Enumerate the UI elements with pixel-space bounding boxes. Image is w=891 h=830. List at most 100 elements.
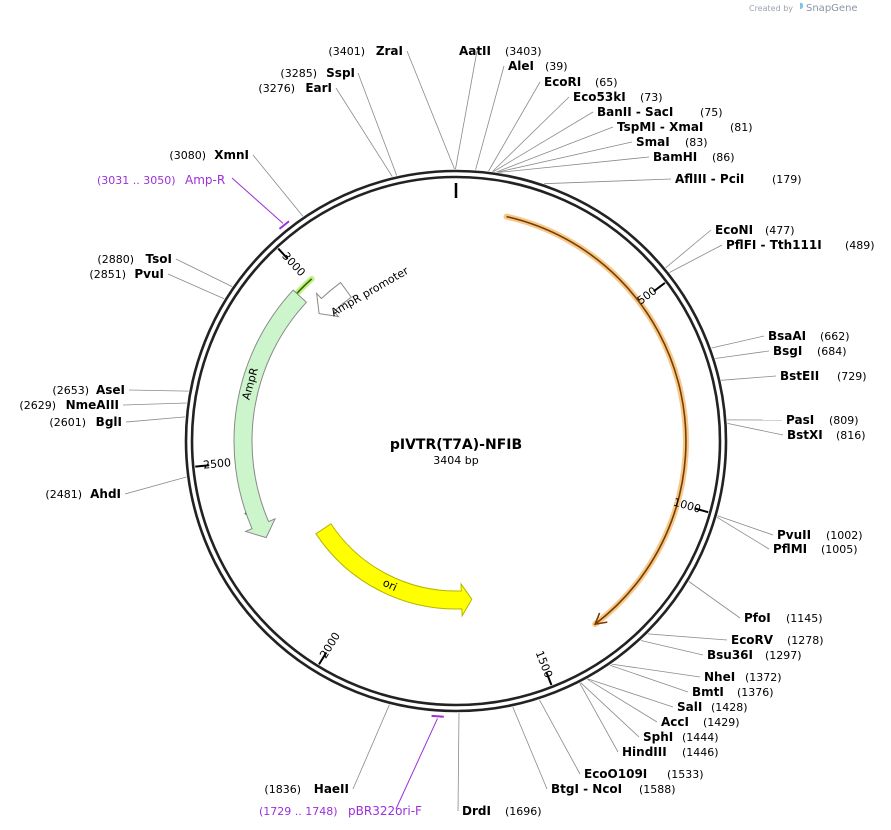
site-position: (1444) — [682, 731, 719, 744]
site-label[interactable]: AflIII - PciI(179) — [675, 172, 802, 186]
site-label[interactable]: NheI(1372) — [704, 670, 782, 684]
restriction-sites — [122, 50, 784, 812]
site-leader-line — [727, 423, 784, 436]
tick-mark — [277, 247, 289, 260]
site-leader-line — [498, 156, 650, 173]
site-name: EcoNI — [715, 223, 753, 237]
site-label[interactable]: AccI(1429) — [661, 715, 740, 729]
site-leader-line — [721, 375, 777, 381]
primer-label[interactable]: (3031 .. 3050) Amp-R — [97, 173, 225, 187]
site-label[interactable]: (2629)NmeAIII — [19, 398, 119, 412]
site-position: (1145) — [786, 612, 823, 625]
site-label[interactable]: DrdI(1696) — [462, 804, 542, 818]
site-label[interactable]: (3276)EarI — [258, 81, 332, 95]
site-leader-line — [647, 633, 728, 641]
site-name: PflFI - Tth111I — [726, 238, 822, 252]
site-label[interactable]: (3401)ZraI — [328, 44, 403, 58]
site-name: AleI — [508, 59, 534, 73]
site-label[interactable]: (2653)AseI — [52, 383, 125, 397]
site-label[interactable]: AatII(3403) — [459, 44, 542, 58]
site-name: NmeAIII — [66, 398, 119, 412]
site-name: BamHI — [653, 150, 697, 164]
site-label[interactable]: PflFI - Tth111I(489) — [726, 238, 875, 252]
site-label[interactable]: (2851)PvuI — [89, 267, 164, 281]
site-label[interactable]: EcoRV(1278) — [731, 633, 824, 647]
sequence-arc — [506, 215, 687, 625]
site-label[interactable]: SphI(1444) — [643, 730, 719, 744]
site-leader-line — [457, 712, 460, 812]
site-position: (816) — [836, 429, 866, 442]
site-label[interactable]: PflMI(1005) — [773, 542, 858, 556]
site-position: (1696) — [505, 805, 542, 818]
site-position: (1376) — [737, 686, 774, 699]
site-label[interactable]: (1836)HaeII — [264, 782, 349, 796]
site-name: HaeII — [314, 782, 349, 796]
site-leader-line — [512, 706, 548, 790]
site-label[interactable]: BmtI(1376) — [692, 685, 774, 699]
site-name: Eco53kI — [573, 90, 626, 104]
site-leader-line — [496, 126, 614, 173]
site-label[interactable]: PasI(809) — [786, 413, 859, 427]
site-position: (1428) — [711, 701, 748, 714]
site-label[interactable]: BsgI(684) — [773, 344, 847, 358]
site-label[interactable]: BanII - SacI (75) — [597, 105, 723, 119]
site-name: BsgI — [773, 344, 802, 358]
feature-ori[interactable] — [315, 523, 473, 618]
site-name: PflMI — [773, 542, 807, 556]
site-label[interactable]: (2601)BglI — [49, 415, 122, 429]
site-position: (75) — [700, 106, 723, 119]
site-label[interactable]: BtgI - NcoI(1588) — [551, 782, 676, 796]
site-name: NheI — [704, 670, 735, 684]
site-leader-line — [455, 50, 478, 170]
site-label[interactable]: EcoNI(477) — [715, 223, 795, 237]
site-label[interactable]: (2880)TsoI — [97, 252, 172, 266]
site-leader-line — [252, 154, 304, 217]
site-label[interactable]: SalI(1428) — [677, 700, 748, 714]
tick-mark — [318, 651, 328, 665]
site-label[interactable]: TspMI - XmaI(81) — [617, 120, 753, 134]
site-leader-line — [128, 389, 189, 392]
site-name: Bsu36I — [707, 648, 753, 662]
site-label[interactable]: (2481)AhdI — [45, 487, 121, 501]
site-label[interactable]: BamHI(86) — [653, 150, 735, 164]
snapgene-logo-icon — [800, 2, 803, 9]
site-label[interactable]: AleI(39) — [508, 59, 568, 73]
site-name: SmaI — [636, 135, 670, 149]
site-position: (1588) — [639, 783, 676, 796]
site-name: BstXI — [787, 428, 823, 442]
site-label[interactable]: BstXI (816) — [787, 428, 866, 442]
site-name: PvuII — [777, 528, 811, 542]
site-label[interactable]: EcoRI(65) — [544, 75, 618, 89]
snapgene-watermark: Created by SnapGene — [749, 2, 858, 14]
site-label[interactable]: BsaAI(662) — [768, 329, 850, 343]
site-label[interactable]: PfoI(1145) — [744, 611, 823, 625]
plasmid-length: 3404 bp — [433, 454, 478, 467]
site-label[interactable]: (3080)XmnI — [169, 148, 249, 162]
site-label[interactable]: EcoO109I(1533) — [584, 767, 704, 781]
site-name: BanII - SacI — [597, 105, 673, 119]
site-position: (179) — [772, 173, 802, 186]
site-position: (3080) — [169, 149, 206, 162]
site-label[interactable]: BstEII(729) — [780, 369, 867, 383]
site-label[interactable]: Bsu36I(1297) — [707, 648, 802, 662]
site-position: (1446) — [682, 746, 719, 759]
feature-label: ori — [381, 576, 399, 594]
sequence-arrowhead — [593, 612, 608, 626]
site-label[interactable]: Eco53kI(73) — [573, 90, 663, 104]
site-leader-line — [124, 476, 187, 495]
site-leader-line — [492, 96, 570, 172]
site-label[interactable]: PvuII(1002) — [777, 528, 863, 542]
primer-name: Amp-R — [185, 173, 225, 187]
primer-label[interactable]: (1729 .. 1748) pBR322ori-F — [259, 804, 422, 818]
feature-ampr-promoter[interactable] — [315, 281, 352, 318]
primer-marks — [231, 177, 444, 810]
site-leader-line — [335, 87, 393, 177]
site-label[interactable]: (3285)SspI — [280, 66, 355, 80]
primer-mark — [278, 220, 290, 230]
site-position: (1533) — [667, 768, 704, 781]
site-leader-line — [665, 229, 712, 269]
site-label[interactable]: HindIII(1446) — [622, 745, 719, 759]
feature-ampr[interactable] — [233, 289, 308, 539]
site-label[interactable]: SmaI (83) — [636, 135, 708, 149]
site-position: (83) — [685, 136, 708, 149]
